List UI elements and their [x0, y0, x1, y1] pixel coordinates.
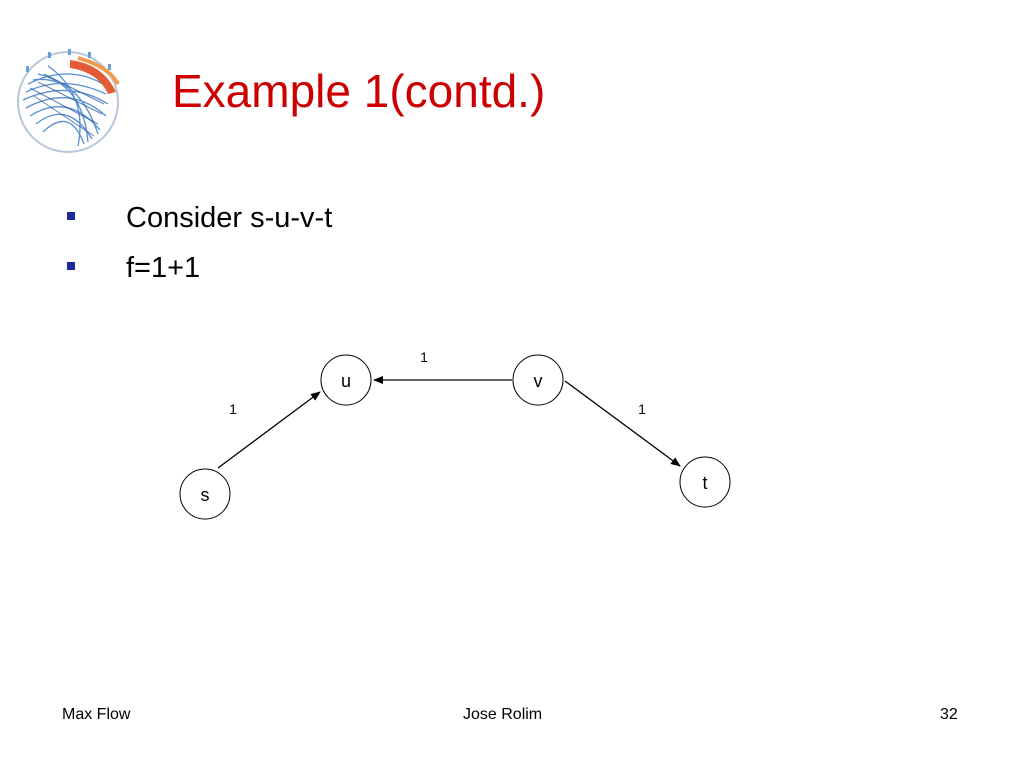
square-bullet-icon: [67, 212, 75, 220]
bullet-item: f=1+1: [0, 248, 600, 288]
node-t: t: [679, 456, 731, 508]
footer-page-number: 32: [940, 706, 958, 723]
edge-label-v-u: 1: [420, 349, 428, 365]
edge-v-t: [564, 380, 681, 467]
footer-course-title: Max Flow: [62, 706, 131, 723]
node-v: v: [512, 354, 564, 406]
logo: [17, 49, 120, 153]
bullet-text: f=1+1: [126, 252, 201, 284]
node-label-s: s: [201, 485, 210, 505]
node-label-v: v: [534, 371, 543, 391]
square-bullet-icon: [67, 262, 75, 270]
bullet-text: Consider s-u-v-t: [126, 202, 333, 234]
node-s: s: [179, 468, 231, 520]
edge-s-u: [217, 391, 321, 469]
node-label-t: t: [702, 473, 707, 493]
node-u: u: [320, 354, 372, 406]
bullet-item: Consider s-u-v-t: [0, 198, 600, 238]
edge-label-s-u: 1: [229, 401, 237, 417]
slide-title: Example 1(contd.): [172, 65, 546, 117]
edge-label-v-t: 1: [638, 401, 646, 417]
footer-author: Jose Rolim: [463, 706, 543, 723]
node-label-u: u: [341, 371, 351, 391]
